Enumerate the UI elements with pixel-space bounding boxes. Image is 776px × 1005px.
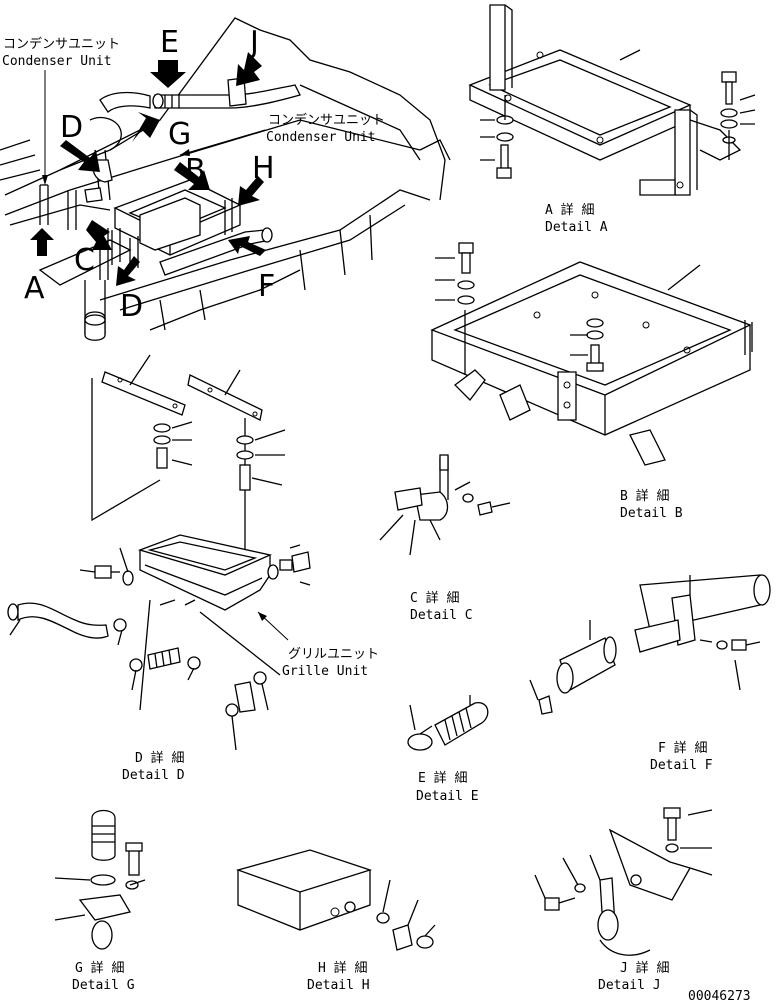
view-letter-a: A — [24, 271, 45, 306]
detail-j-label-en: Detail J — [598, 978, 661, 993]
detail-d-label-en: Detail D — [122, 768, 185, 783]
arrow-c-icon — [86, 220, 112, 250]
detail-d: D 詳 細 Detail D — [7, 354, 311, 783]
view-letter-h: H — [252, 151, 275, 186]
detail-h-label-jp: H 詳 細 — [318, 960, 367, 976]
detail-f-label-jp: F 詳 細 — [658, 740, 707, 756]
detail-f-label-en: Detail F — [650, 758, 713, 773]
condenser-label-en: Condenser Unit — [2, 54, 112, 69]
condenser-mid-label-jp: コンデンサユニット — [268, 112, 385, 128]
detail-h-label-en: Detail H — [307, 978, 370, 993]
arrow-b-icon — [174, 162, 210, 190]
detail-j: J 詳 細 Detail J — [534, 807, 713, 993]
detail-g-label-jp: G 詳 細 — [75, 960, 124, 976]
detail-j-label-jp: J 詳 細 — [620, 960, 669, 976]
detail-a-label-jp: A 詳 細 — [545, 202, 594, 218]
drawing-number: 00046273 — [688, 989, 751, 1004]
detail-c: C 詳 細 Detail C — [379, 454, 511, 623]
detail-g-label-en: Detail G — [72, 978, 135, 993]
view-letter-c: C — [74, 243, 95, 278]
callout-grille: グリルユニット Grille Unit — [257, 611, 379, 679]
detail-e: E 詳 細 Detail E — [407, 695, 489, 804]
arrow-e-icon — [150, 60, 186, 88]
view-letter-b: B — [185, 153, 206, 188]
grille-label-en: Grille Unit — [282, 664, 368, 679]
detail-b-label-jp: B 詳 細 — [620, 488, 669, 504]
arrow-e2-icon — [236, 52, 262, 86]
arrow-d-icon — [60, 140, 100, 172]
detail-b-label-en: Detail B — [620, 506, 683, 521]
view-letter-j: J — [248, 25, 259, 60]
view-arrows — [30, 52, 266, 286]
arrow-a-icon — [30, 228, 54, 256]
detail-g: G 詳 細 Detail G — [54, 809, 146, 993]
detail-c-label-jp: C 詳 細 — [410, 590, 459, 606]
detail-a: A 詳 細 Detail A — [468, 4, 756, 235]
detail-e-label-jp: E 詳 細 — [418, 770, 467, 786]
view-letter-d: D — [60, 110, 83, 145]
callout-condenser-mid: コンデンサユニット Condenser Unit — [179, 112, 385, 156]
detail-f: F 詳 細 Detail F — [529, 574, 771, 773]
view-letter-e: E — [160, 25, 179, 60]
view-letter-g: G — [168, 117, 191, 152]
view-letter-f: F — [258, 269, 275, 304]
arrow-h-icon — [238, 176, 264, 206]
callout-condenser-top: コンデンサユニット Condenser Unit — [2, 36, 120, 185]
grille-label-jp: グリルユニット — [288, 647, 379, 662]
main-assembly-view — [0, 17, 451, 341]
arrow-g-icon — [132, 112, 160, 142]
arrow-f-icon — [228, 236, 266, 256]
detail-b: B 詳 細 Detail B — [430, 242, 753, 521]
condenser-label-jp: コンデンサユニット — [3, 36, 120, 52]
detail-d-label-jp: D 詳 細 — [135, 750, 184, 766]
detail-h: H 詳 細 Detail H — [235, 849, 436, 993]
view-letters: A B C D E F G H J D — [24, 25, 275, 324]
condenser-mid-label-en: Condenser Unit — [266, 130, 376, 145]
arrow-d2-icon — [116, 256, 140, 286]
detail-a-label-en: Detail A — [545, 220, 608, 235]
detail-e-label-en: Detail E — [416, 789, 479, 804]
detail-c-label-en: Detail C — [410, 608, 473, 623]
view-letter-d2: D — [120, 289, 143, 324]
